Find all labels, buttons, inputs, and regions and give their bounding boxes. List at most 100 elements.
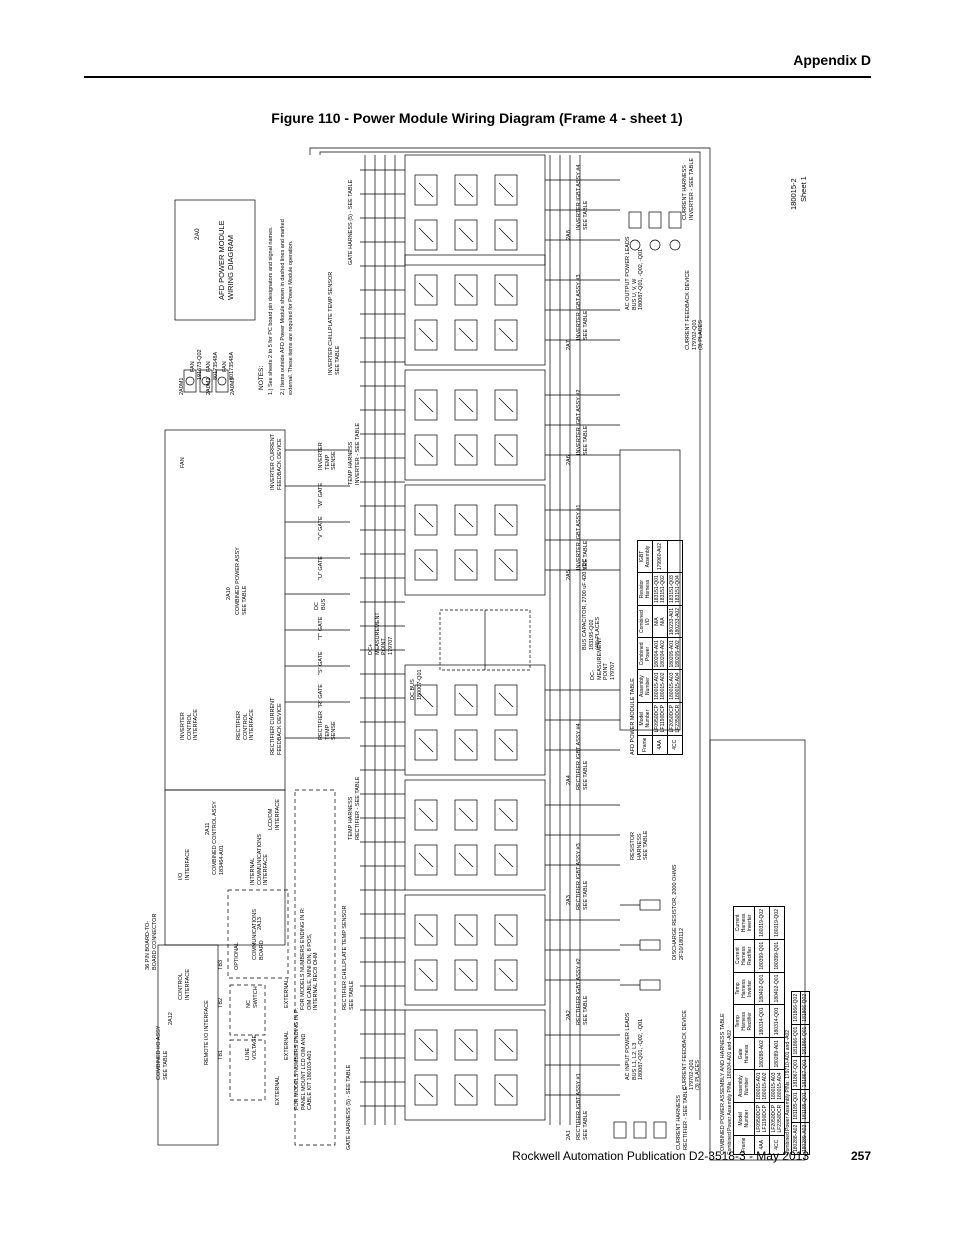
gate-w-label: "W" GATE (318, 482, 324, 508)
table-cell: 180289-A01 (769, 1037, 785, 1070)
table-cell: 180399-Q01 (754, 939, 770, 973)
io-assy-box (157, 944, 219, 1146)
igbt-module-icon (454, 389, 478, 421)
igbt-module-icon (414, 684, 438, 716)
fan-3-rotor-icon (217, 376, 227, 386)
igbt-module-icon (454, 684, 478, 716)
dc-minus-measurement-label: DC- MEASUREMENT POINT 179707 (590, 637, 616, 680)
igbt-module-icon (454, 914, 478, 946)
table-header-cell: Resistor Harness (637, 572, 653, 606)
external-oim-note: FOR MODELS NUMBERS ENDING IN R: OIM CABL… (300, 907, 319, 1010)
inv-igbt-3-label: INVERTER IGBT ASSY #3 SEE TABLE (576, 274, 589, 340)
igbt-module-icon (494, 389, 518, 421)
igbt-symbol (498, 227, 514, 243)
afd-table-title: AFD POWER MODULE TABLE (630, 678, 636, 755)
table-cell: 180402-Q01 (769, 972, 785, 1005)
rect-igbt-3-label: RECTIFIER IGBT ASSY #3 SEE TABLE (576, 843, 589, 910)
igbt-module-icon (414, 1029, 438, 1061)
igbt-symbol (498, 852, 514, 868)
current-sensor-coil-icon (629, 239, 641, 251)
table-cell: 180233-A01 180233-A02 (667, 605, 683, 638)
igbt-symbol (458, 442, 474, 458)
igbt-module-icon (454, 219, 478, 251)
table-cell: 180314-Q01 (769, 1004, 785, 1038)
igbt-module-icon (494, 729, 518, 761)
igbt-module-icon (454, 959, 478, 991)
inverter-control-label: INVERTER CONTROL INTERFACE (180, 709, 199, 740)
combined-control-label: COMBINED CONTROL ASSY 183464-A01 (212, 801, 225, 875)
ac-output-label: AC OUTPUT POWER LEADS BUS U, V, W 180087… (625, 236, 644, 310)
igbt-assembly-box (404, 664, 546, 776)
igbt-symbol (458, 227, 474, 243)
table-cell: 181866-Q02 (800, 991, 810, 1025)
table-cell: 180015-A01 180015-A02 (754, 1070, 770, 1103)
igbt-symbol (418, 737, 434, 753)
table-cell: 180319-Q02 (769, 906, 785, 940)
lcd-interface-label: LCD/OM INTERFACE (268, 799, 281, 830)
igbt-module-icon (414, 504, 438, 536)
igbt-symbol (458, 852, 474, 868)
figure-title: Figure 110 - Power Module Wiring Diagram… (271, 110, 683, 126)
table-cell: 180015-A03 180015-A04 (769, 1070, 785, 1103)
table-header-cell: Gate Harness (733, 1037, 755, 1070)
rect-igbt-2-label: RECTIFIER IGBT ASSY #2 SEE TABLE (576, 958, 589, 1025)
igbt-module-icon (454, 434, 478, 466)
fan-1-part: 191673-Q02 (197, 349, 203, 380)
inv-igbt-3-ref: 2A7 (566, 340, 572, 350)
combined-power-label: COMBINED POWER ASSY SEE TABLE (235, 547, 248, 615)
igbt-symbol (418, 397, 434, 413)
igbt-assembly-box (404, 779, 546, 891)
igbt-module-icon (414, 274, 438, 306)
current-harness-in-label: CURRENT HARNESS RECTIFIER - SEE TABLE (676, 1086, 689, 1150)
wiring-lines (157, 147, 806, 1161)
optional-label: OPTIONAL (234, 942, 240, 970)
igbt-symbol (418, 557, 434, 573)
igbt-module-icon (494, 274, 518, 306)
igbt-symbol (418, 967, 434, 983)
combined-control-box (164, 789, 286, 946)
igbt-module-icon (414, 174, 438, 206)
gate-harness-rect-label: GATE HARNESS (5) - SEE TABLE (346, 1064, 352, 1150)
igbt-symbol (458, 737, 474, 753)
table-header-cell: Frame (637, 735, 653, 755)
fan-2-part: 80173548A (213, 351, 219, 380)
igbt-symbol (498, 557, 514, 573)
resistor-icon (639, 979, 661, 991)
table-cell: 181866-Q01 (800, 1024, 810, 1057)
igbt-symbol (418, 1037, 434, 1053)
tb2-label: TB2 (218, 997, 224, 1008)
igbt-assembly-box (404, 894, 546, 1006)
igbt-symbol (458, 282, 474, 298)
table-header-cell: Temp Harness Inverter (733, 972, 755, 1005)
inv-igbt-4-label: INVERTER IGBT ASSY #4 SEE TABLE (576, 164, 589, 230)
gate-r-label: "R" GATE (318, 684, 324, 708)
current-sensor-icon (613, 1121, 627, 1139)
igbt-module-icon (454, 549, 478, 581)
igbt-module-icon (494, 219, 518, 251)
igbt-symbol (458, 967, 474, 983)
igbt-symbol (418, 512, 434, 528)
tb3-label: TB3 (218, 959, 224, 970)
dc-plus-measurement-label: DC+ MEASUREMENT POINT 179707 (368, 612, 394, 655)
table-header-cell: Assembly Number (637, 670, 653, 703)
igbt-symbol (458, 692, 474, 708)
igbt-symbol (418, 442, 434, 458)
rect-igbt-2-ref: 2A2 (566, 1010, 572, 1020)
fan-3-icon (215, 369, 229, 393)
table-cell: 183151-Q01 183151-Q02 (652, 572, 668, 606)
resistor-icon (639, 899, 661, 911)
table-header-cell: Model Number (733, 1102, 755, 1136)
table-header-cell: Model Number (637, 702, 653, 736)
table-header-cell: Combined I/O (637, 605, 653, 638)
igbt-symbol (418, 282, 434, 298)
discharge-resistor-label: DISCHARGE RESISTOR, 2000 OHMS 2F10/18011… (672, 864, 685, 960)
inv-igbt-1-ref: 2A5 (566, 570, 572, 580)
rect-igbt-1-ref: 2A1 (566, 1130, 572, 1140)
igbt-symbol (498, 922, 514, 938)
gate-harness-inv-label: GATE HARNESS (5) - SEE TABLE (348, 179, 354, 265)
rect-chillplate-label: RECTIFIER CHILLPLATE TEMP SENSOR SEE TAB… (342, 905, 355, 1010)
igbt-symbol (458, 1082, 474, 1098)
